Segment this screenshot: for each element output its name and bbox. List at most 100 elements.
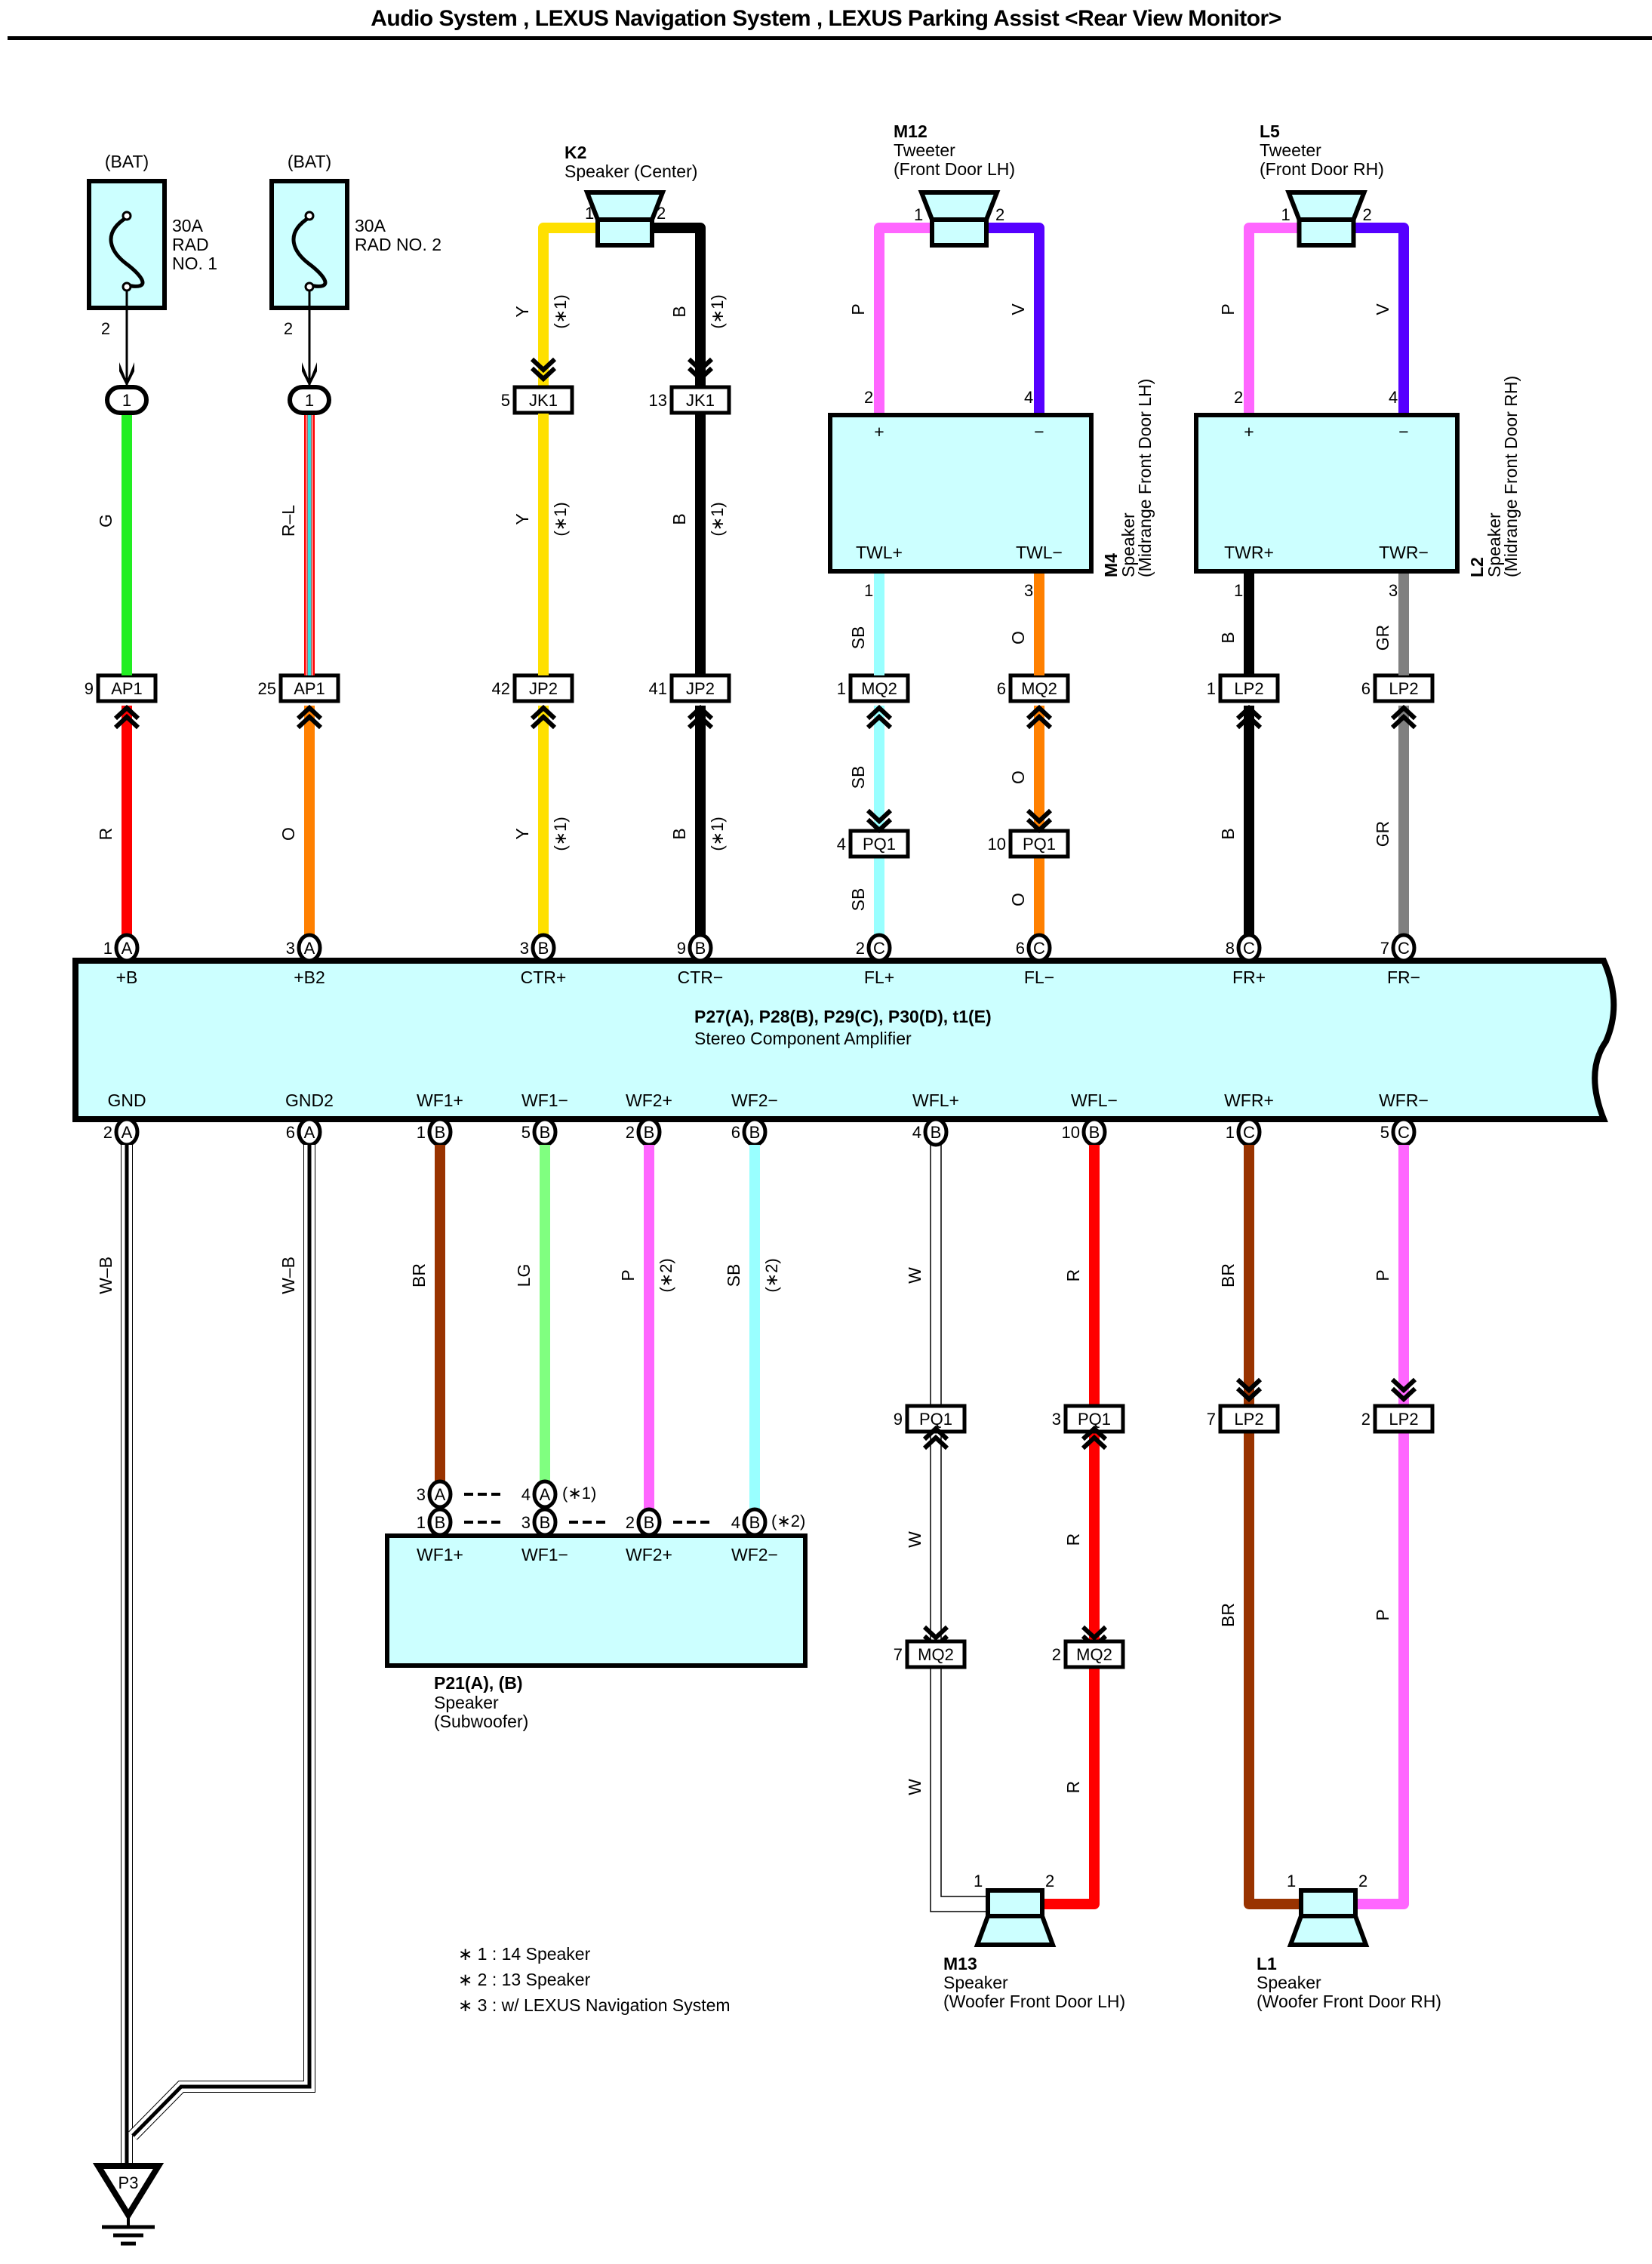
terminal-letter: C (1398, 1123, 1410, 1142)
fuse-name: RAD NO. 2 (355, 235, 441, 254)
chevron-stroke (1081, 1425, 1108, 1441)
chevron-icon (1081, 1425, 1108, 1450)
terminal-letter: B (644, 1123, 655, 1142)
wire-color-label: V (1373, 303, 1392, 315)
chevron-icon (1026, 704, 1053, 730)
chevron-stroke (1235, 713, 1263, 730)
midrange-terminal-label: TWL+ (856, 543, 903, 562)
subwoofer-terminal-label: WF1− (521, 1545, 568, 1564)
midrange-pin: 3 (1389, 581, 1398, 600)
terminal-ring (427, 1479, 453, 1509)
amp-terminal-label: WFL+ (912, 1090, 959, 1110)
terminal-pin: 1 (1226, 1123, 1235, 1142)
terminal-ring (1236, 933, 1262, 963)
amp-terminal-label: FR+ (1232, 967, 1266, 987)
speaker-name: (Woofer Front Door LH) (943, 1992, 1125, 2011)
wire-color-label: BR (409, 1263, 429, 1287)
wire-color-label: SB (848, 626, 868, 650)
midrange-pin: 2 (1234, 388, 1243, 407)
speaker-name: Tweeter (894, 140, 955, 160)
arrow-icon (302, 362, 317, 386)
junction-code: JK1 (686, 391, 715, 410)
subwoofer-terminal-a: A3 (417, 1479, 453, 1509)
wire-color-label: B (669, 828, 689, 839)
terminal-letter: C (1398, 939, 1410, 958)
terminal-pin: 2 (856, 939, 865, 958)
amp-terminal-label: GND2 (285, 1090, 334, 1110)
speaker-icon (918, 190, 1001, 248)
terminal-letter: B (695, 939, 706, 958)
inline-connector-pin: 1 (122, 391, 131, 410)
fuse-icon (291, 215, 328, 288)
midrange-pin: 4 (1024, 388, 1033, 407)
subwoofer-terminal-label: WF2+ (626, 1545, 672, 1564)
midrange-code: L2 (1467, 557, 1487, 577)
chevron-stroke (296, 704, 323, 721)
terminal-ring (297, 933, 322, 963)
junction-code: PQ1 (863, 835, 896, 854)
terminal-ring (866, 933, 892, 963)
amp-terminal-4: C2 (856, 933, 892, 963)
chevron-stroke (113, 713, 140, 730)
terminal-ring (1026, 933, 1052, 963)
amp-terminal-bottom-9: C5 (1380, 1117, 1417, 1147)
amp-terminal-label: WFR+ (1224, 1090, 1274, 1110)
wire-note-label: (∗1) (708, 502, 727, 536)
speaker-pin: 1 (1281, 205, 1291, 224)
wire-color-label: R (1063, 1533, 1083, 1546)
amp-terminal-label: WF2+ (626, 1090, 672, 1110)
midrange-box (1194, 413, 1460, 574)
terminal-letter: A (304, 1123, 315, 1142)
midrange-plus-label: + (874, 422, 884, 441)
amp-terminal-bottom-7: B10 (1062, 1117, 1107, 1147)
terminal-letter: A (122, 939, 133, 958)
junction-code: LP2 (1389, 1410, 1418, 1429)
chevron-stroke (530, 366, 557, 383)
fuse-pin: 2 (284, 319, 293, 338)
terminal-pin: 3 (417, 1485, 426, 1504)
wire-color-label: R (96, 828, 115, 841)
wire-note-label: (∗2) (657, 1258, 675, 1292)
fuse-box (269, 179, 349, 310)
wire-color-label: P (1218, 303, 1238, 315)
junction-code: MQ2 (1076, 1645, 1112, 1664)
chevron-icon (1026, 808, 1053, 834)
subwoofer-terminal-b: B4 (731, 1507, 768, 1537)
speaker-pin: 2 (657, 204, 666, 223)
junction-pin: 42 (492, 679, 510, 698)
amp-terminal-label: FR− (1387, 967, 1420, 987)
junction-box (848, 829, 910, 859)
amplifier-connector-codes: P27(A), P28(B), P29(C), P30(D), t1(E) (694, 1007, 992, 1026)
amplifier-box (72, 958, 1617, 1122)
chevron-stroke (866, 713, 893, 730)
chevron-stroke (1235, 704, 1263, 721)
speaker-pin: 1 (585, 204, 594, 223)
subwoofer-terminal-a: A4 (521, 1479, 558, 1509)
wire-note-label: (∗2) (762, 1258, 781, 1292)
amp-terminal-bottom-1: A6 (286, 1117, 322, 1147)
amp-terminal-6: C8 (1226, 933, 1262, 963)
junction-code: PQ1 (919, 1410, 952, 1429)
speaker-name: Speaker (1257, 1973, 1321, 1992)
chevron-stroke (1390, 704, 1417, 721)
speaker-icon (1285, 190, 1367, 248)
wire-color-label: O (1008, 771, 1028, 784)
ground-code: P3 (118, 2173, 139, 2192)
midrange-pin: 4 (1389, 388, 1398, 407)
terminal-pin: 5 (521, 1123, 531, 1142)
amp-terminal-bottom-8: C1 (1226, 1117, 1262, 1147)
chevron-icon (1235, 1377, 1263, 1403)
junction-box (1063, 1639, 1125, 1669)
amp-terminal-bottom-2: B1 (417, 1117, 453, 1147)
terminal-pin: 2 (103, 1123, 112, 1142)
wire-note-label: (∗1) (551, 294, 570, 328)
chevron-stroke (866, 808, 893, 825)
amp-terminal-label: +B2 (294, 967, 325, 987)
wire-note-label: (∗1) (708, 817, 727, 851)
speaker-name: (Woofer Front Door RH) (1257, 1992, 1441, 2011)
amplifier-name: Stereo Component Amplifier (694, 1029, 912, 1048)
